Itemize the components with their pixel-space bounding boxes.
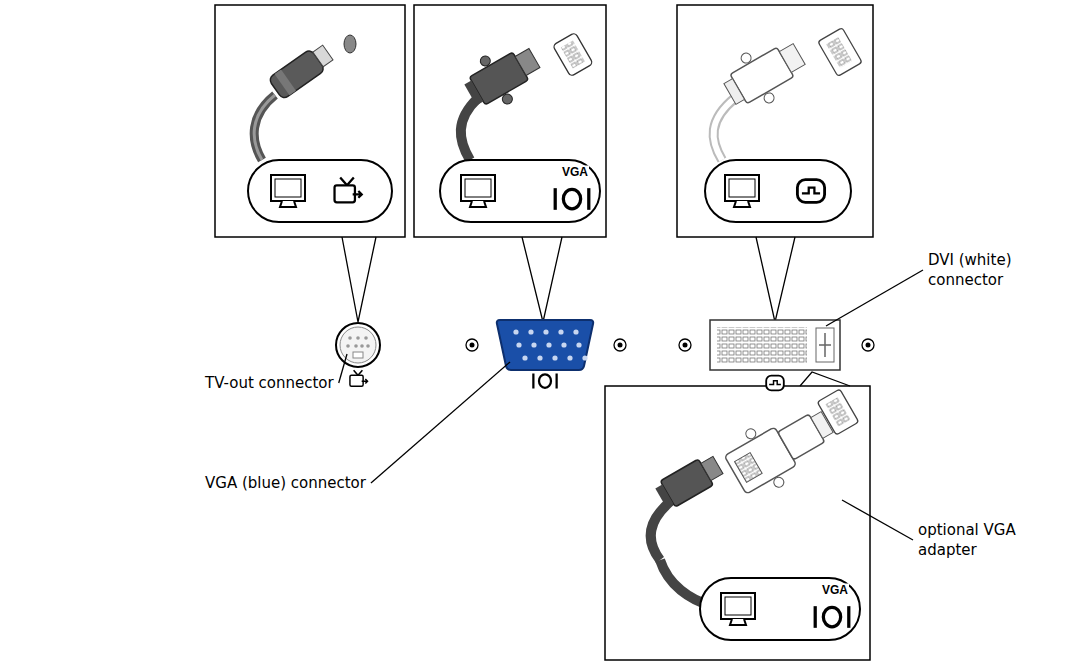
- leader-line: [842, 500, 913, 540]
- leader-line: [826, 270, 923, 326]
- part-label: VGA (blue) connector: [205, 473, 366, 493]
- leader-line: [339, 354, 347, 383]
- connector-symbol-label: VGA: [561, 166, 589, 179]
- part-label: optional VGA adapter: [918, 520, 1030, 560]
- part-label: DVI (white) connector: [928, 250, 1043, 290]
- connector-symbol-label: VGA: [821, 584, 849, 597]
- leader-line: [371, 362, 510, 483]
- part-label: TV-out connector: [205, 373, 334, 393]
